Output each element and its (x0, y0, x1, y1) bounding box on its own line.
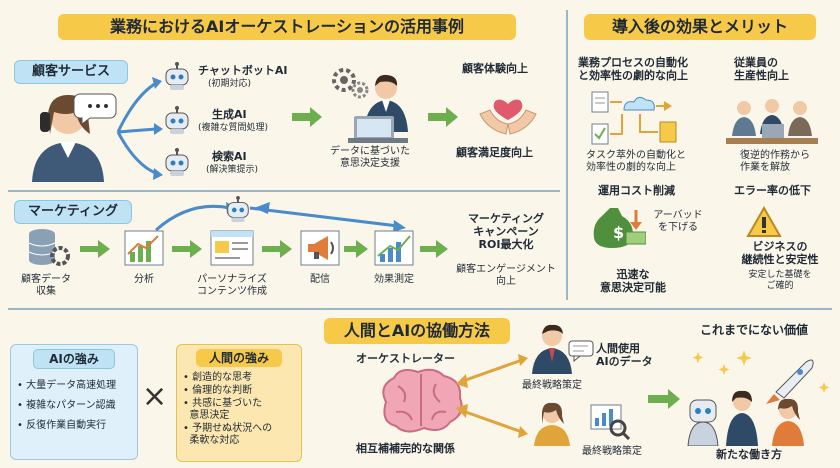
vertical-divider (566, 10, 568, 300)
effect-productivity-desc: 復逆的作務から 作業を解放 (740, 150, 810, 173)
effect-decision-title: 迅速な 意思決定可能 (600, 268, 666, 294)
measurement-chart-icon (374, 230, 414, 266)
new-value-title: これまでにない価値 (700, 323, 809, 337)
operator-illustration (18, 86, 118, 182)
effect-cost-title: 運用コスト削減 (598, 184, 675, 197)
arrow-right-icon (292, 106, 322, 128)
human-strength-item: • 予期せぬ状況への 柔軟な対応 (183, 423, 273, 446)
chatbot-label: チャットボットAI (198, 64, 288, 77)
ai-strengths-box: AIの強み • 大量データ高速処理 • 複雑なパターン認識 • 反復作業自動実行 (10, 344, 138, 460)
svg-text:$: $ (613, 223, 624, 242)
search-robot-icon (162, 148, 192, 178)
effect-error-title: エラー率の低下 (734, 184, 811, 197)
effects-title: 導入後の効果とメリット (584, 14, 816, 40)
main-title: 業務におけるAIオーケストレーションの活用事例 (58, 14, 516, 40)
effect-automation-title: 業務プロセスの自動化 と効率性の劇的な向上 (578, 56, 688, 82)
generative-ai-label: 生成AI (212, 108, 247, 121)
magnifier-chart-icon (590, 404, 630, 440)
customer-experience-label: 顧客体験向上 (462, 62, 528, 75)
human-strength-item: • 創造的な思考 (183, 372, 253, 383)
brain-icon (376, 366, 466, 436)
generative-robot-icon (162, 106, 192, 136)
decision-support-label: データに基づいた 意思決定支援 (330, 146, 410, 169)
step-arrow-icon (420, 240, 448, 258)
team-at-desk-icon (726, 94, 818, 146)
step-label-analysis: 分析 (134, 274, 154, 285)
effect-automation-desc: タスク萃外の自動化と 効率性の劇的な向上 (586, 150, 686, 173)
arrow-right-icon-2 (428, 106, 458, 128)
step-label-data-collection: 顧客データ 収集 (21, 274, 71, 297)
businessman-icon (530, 322, 574, 374)
campaign-roi-label: マーケティング キャンペーン ROI最大化 (467, 212, 545, 251)
effect-continuity-desc: 安定した基礎を ご確的 (748, 270, 812, 291)
gears-icon (330, 64, 370, 100)
effect-productivity-title: 従業員の 生産性向上 (734, 56, 789, 82)
step-label-measurement: 効果測定 (374, 274, 414, 285)
step-arrow-icon (262, 240, 292, 258)
money-bag-icon: $ (592, 206, 646, 250)
orchestrator-label: オーケストレーター (356, 352, 455, 365)
arrow-right-icon-3 (648, 388, 680, 410)
horizontal-divider-bottom (8, 308, 832, 310)
step-label-personalize: パーソナライズ コンテンツ作成 (197, 274, 267, 297)
human-strength-item: • 倫理的な判断 (183, 385, 253, 396)
human-use-ai-data-label: 人間使用 AIのデータ (596, 342, 653, 368)
chat-bubble-icon (568, 340, 594, 362)
final-strategy-label-top: 最終戦略策定 (522, 380, 582, 391)
step-arrow-icon (80, 240, 110, 258)
chatbot-robot-icon (162, 62, 192, 92)
generative-ai-sub: (複雑な質問処理) (198, 123, 269, 133)
customer-satisfaction-label: 顧客満足度向上 (456, 146, 533, 159)
chatbot-sub: (初期対応) (208, 79, 252, 89)
content-editor-icon (210, 230, 254, 266)
horizontal-divider-mid (8, 190, 560, 192)
search-ai-sub: (解決策提示) (206, 165, 259, 175)
ai-strength-item: • 複雑なパターン認識 (17, 400, 116, 411)
engagement-label: 顧客エンゲージメント 向上 (456, 264, 556, 287)
bidirectional-arrows-icon (456, 354, 532, 444)
heart-hands-icon (478, 80, 538, 136)
human-strength-item: • 共感に基づいた 意思決定 (183, 398, 263, 421)
ai-strength-item: • 大量データ高速処理 (17, 380, 117, 391)
search-ai-label: 検索AI (212, 150, 247, 163)
megaphone-icon (300, 230, 340, 266)
step-arrow-icon (172, 240, 202, 258)
collaboration-title: 人間とAIの協働方法 (324, 318, 510, 344)
step-arrow-icon (344, 240, 368, 258)
new-work-style-label: 新たな働き方 (716, 448, 782, 461)
fan-arrows-icon (116, 74, 164, 184)
effect-continuity-title: ビジネスの 継続性と安定性 (741, 240, 819, 266)
times-symbol: × (142, 379, 168, 414)
human-strengths-box: 人間の強み • 創造的な思考 • 倫理的な判断 • 共感に基づいた 意思決定 •… (176, 344, 302, 462)
customer-service-tag: 顧客サービス (14, 60, 128, 84)
analysis-chart-icon (124, 230, 164, 266)
marketing-robot-icon (224, 196, 252, 224)
database-gear-icon (26, 228, 70, 268)
step-label-delivery: 配信 (310, 274, 330, 285)
human-strengths-title: 人間の強み (196, 349, 282, 367)
businesswoman-icon (530, 402, 574, 446)
marketing-loop-arrow-icon (150, 194, 420, 234)
effect-cost-desc: アーバッド を下げる (653, 210, 703, 233)
warning-icon (746, 206, 782, 238)
workflow-icon (590, 88, 680, 148)
ai-strengths-title: AIの強み (33, 349, 115, 369)
final-strategy-label-bottom: 最終戦略策定 (582, 446, 642, 457)
analyst-illustration (348, 72, 418, 144)
ai-strength-item: • 反復作業自動実行 (17, 420, 107, 431)
marketing-tag: マーケティング (14, 200, 132, 224)
team-rocket-illustration (684, 342, 834, 446)
complement-label: 相互補補完的な関係 (356, 442, 455, 455)
